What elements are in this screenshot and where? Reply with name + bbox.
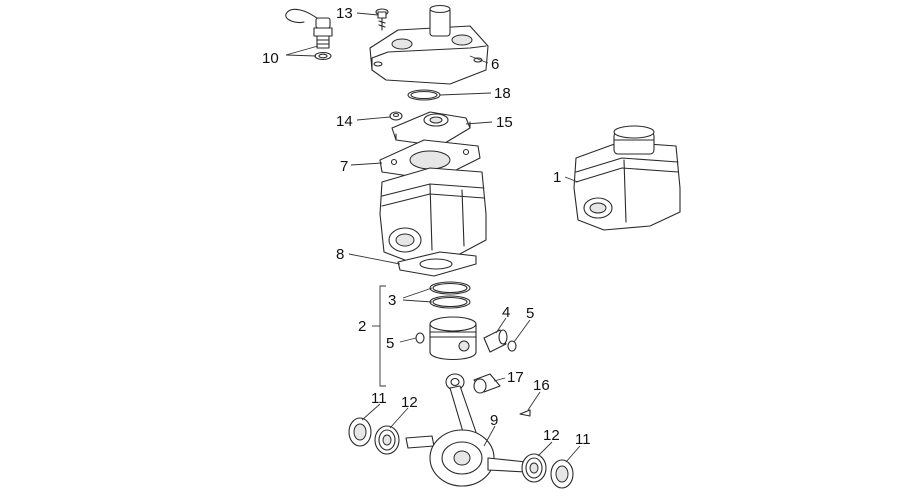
label-13: 13 xyxy=(336,5,353,22)
oil-seal-left xyxy=(348,417,372,447)
nut xyxy=(389,111,403,121)
cylinder-barrel xyxy=(379,167,487,263)
label-4: 4 xyxy=(502,304,510,321)
label-15: 15 xyxy=(496,114,513,131)
label-16: 16 xyxy=(533,377,550,394)
label-10: 10 xyxy=(262,50,279,67)
piston-rings xyxy=(429,281,471,309)
label-11-left: 11 xyxy=(371,390,387,407)
base-gasket xyxy=(397,251,477,277)
label-14: 14 xyxy=(336,113,353,130)
part-labels: 13 10 6 18 14 15 7 1 8 3 4 5 2 5 17 16 1… xyxy=(262,5,591,448)
needle-bearing xyxy=(473,373,501,394)
label-5-left: 5 xyxy=(386,335,394,352)
flange xyxy=(391,111,471,147)
label-8: 8 xyxy=(336,246,344,263)
label-7: 7 xyxy=(340,158,348,175)
temperature-sender xyxy=(285,8,333,61)
screw xyxy=(375,8,389,31)
label-1: 1 xyxy=(553,169,561,186)
leader-lines xyxy=(285,12,581,463)
circlip-left xyxy=(415,332,425,344)
piston-pin xyxy=(483,329,508,353)
label-3: 3 xyxy=(388,292,396,309)
cylinder-assembly xyxy=(573,125,681,231)
oil-seal-right xyxy=(550,459,574,489)
bearing-left xyxy=(374,425,400,455)
label-17: 17 xyxy=(507,369,524,386)
label-5-right: 5 xyxy=(526,305,534,322)
woodruff-key xyxy=(519,409,531,417)
label-2: 2 xyxy=(358,318,366,335)
label-6: 6 xyxy=(491,56,499,73)
label-18: 18 xyxy=(494,85,511,102)
circlip-right xyxy=(507,340,517,352)
cylinder-head xyxy=(369,4,489,85)
bearing-right xyxy=(521,453,547,483)
label-11-right: 11 xyxy=(575,431,591,448)
label-12-left: 12 xyxy=(401,394,418,411)
o-ring xyxy=(407,89,441,101)
piston xyxy=(429,316,477,360)
label-12-right: 12 xyxy=(543,427,560,444)
label-9: 9 xyxy=(490,412,498,429)
crankshaft xyxy=(405,373,527,487)
